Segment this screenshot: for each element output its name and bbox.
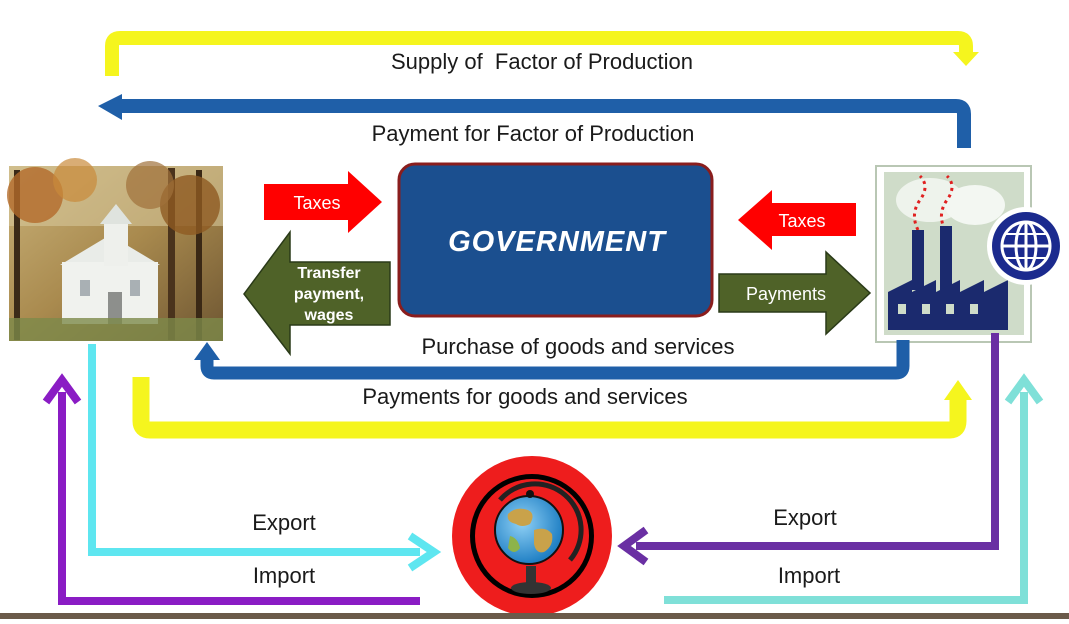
transfer-label-line1: Transfer <box>297 265 360 282</box>
import-right-arrowhead <box>1004 373 1044 405</box>
import-left-arrowhead <box>42 373 82 405</box>
supply-factor-label: Supply of Factor of Production <box>391 49 693 74</box>
government-box <box>397 162 714 318</box>
export-left-arrow <box>88 344 420 556</box>
payments-goods-arrowhead <box>944 380 972 400</box>
supply-factor-arrowhead <box>953 52 979 66</box>
payments-arrow <box>718 250 872 336</box>
payments-goods-arrow <box>132 377 967 439</box>
export-right-arrow <box>636 333 999 550</box>
purchase-goods-arrow <box>200 340 910 380</box>
export-left-arrowhead <box>407 532 442 572</box>
payments-label: Payments <box>746 284 826 304</box>
world-globe-icon <box>452 456 612 616</box>
import-right-label: Import <box>778 563 840 588</box>
supply-factor-arrow <box>105 31 973 76</box>
export-left-label: Export <box>252 510 316 535</box>
import-left-arrow <box>58 392 420 605</box>
taxes-right-arrow <box>738 190 856 250</box>
import-right-arrow <box>664 392 1028 604</box>
purchase-goods-label: Purchase of goods and services <box>421 334 734 359</box>
payments-goods-label: Payments for goods and services <box>362 384 687 409</box>
taxes-right-label: Taxes <box>778 211 825 231</box>
export-right-label: Export <box>773 505 837 530</box>
transfer-label-line2: payment, <box>294 286 364 303</box>
bottom-rule <box>0 613 1069 619</box>
transfer-label-line3: wages <box>304 307 354 324</box>
house-church-icon <box>7 158 223 341</box>
globe-grid-icon <box>987 207 1065 285</box>
payment-factor-label: Payment for Factor of Production <box>372 121 695 146</box>
import-left-label: Import <box>253 563 315 588</box>
transfer-payment-arrow <box>243 229 391 357</box>
payment-factor-arrowhead <box>98 94 122 120</box>
payment-factor-arrow <box>122 99 971 148</box>
government-label: GOVERNMENT <box>448 226 667 258</box>
taxes-left-arrow <box>264 171 382 233</box>
taxes-left-label: Taxes <box>293 193 340 213</box>
export-right-arrowhead <box>617 526 649 566</box>
purchase-goods-arrowhead <box>194 342 220 360</box>
